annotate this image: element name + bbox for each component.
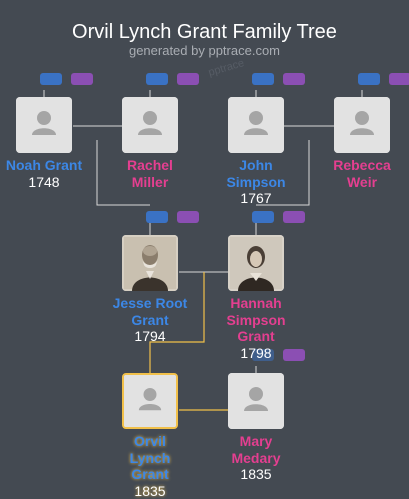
person-label[interactable]: Rachel Miller (95, 157, 205, 190)
person-year: 1835 (134, 482, 166, 499)
person-card-rebecca-weir[interactable] (334, 97, 390, 153)
page-title: Orvil Lynch Grant Family Tree (72, 21, 337, 43)
person-name: John Simpson (226, 157, 286, 190)
add-father-button[interactable] (146, 73, 168, 85)
person-name: Orvil Lynch Grant (129, 433, 171, 482)
person-year: 1748 (28, 173, 60, 190)
connector-line (256, 140, 310, 206)
person-card-hannah-simpson-grant[interactable] (228, 235, 284, 291)
person-label[interactable]: John Simpson 1767 (201, 157, 311, 206)
add-father-button[interactable] (146, 211, 168, 223)
add-mother-button[interactable] (177, 73, 199, 85)
highlight-line (149, 272, 205, 373)
person-year: 1767 (240, 190, 272, 206)
person-label[interactable]: Mary Medary 1835 (201, 433, 311, 482)
person-placeholder-icon (122, 97, 178, 153)
add-mother-button[interactable] (283, 211, 305, 223)
person-card-mary-medary[interactable] (228, 373, 284, 429)
person-card-john-simpson[interactable] (228, 97, 284, 153)
person-label[interactable]: Noah Grant 1748 (0, 157, 99, 190)
portrait-photo (228, 235, 284, 291)
person-placeholder-icon (334, 97, 390, 153)
person-label[interactable]: Rebecca Weir (307, 157, 409, 190)
person-name: Hannah Simpson Grant (226, 295, 286, 344)
person-year: 1835 (240, 466, 272, 482)
add-father-button[interactable] (252, 73, 274, 85)
add-father-button[interactable] (358, 73, 380, 85)
add-father-button[interactable] (252, 349, 274, 361)
person-placeholder-icon (124, 375, 176, 427)
person-label[interactable]: Orvil Lynch Grant 1835 (95, 433, 205, 499)
add-mother-button[interactable] (71, 73, 93, 85)
person-placeholder-icon (228, 97, 284, 153)
person-label[interactable]: Hannah Simpson Grant 1798 (201, 295, 311, 361)
person-card-jesse-root-grant[interactable] (122, 235, 178, 291)
connector-line (96, 140, 150, 206)
page-subtitle: generated by pptrace.com (128, 43, 281, 58)
person-card-orvil-lynch-grant[interactable] (122, 373, 178, 429)
add-father-button[interactable] (40, 73, 62, 85)
person-label[interactable]: Jesse Root Grant 1794 (95, 295, 205, 344)
person-name: Noah Grant (5, 157, 83, 173)
add-mother-button[interactable] (283, 349, 305, 361)
add-mother-button[interactable] (177, 211, 199, 223)
person-placeholder-icon (16, 97, 72, 153)
portrait-photo (122, 235, 178, 291)
person-card-rachel-miller[interactable] (122, 97, 178, 153)
person-card-noah-grant[interactable] (16, 97, 72, 153)
person-name: Mary Medary (231, 433, 281, 466)
add-father-button[interactable] (252, 211, 274, 223)
person-name: Rebecca Weir (333, 157, 391, 190)
person-year: 1798 (240, 344, 272, 361)
person-name: Rachel Miller (127, 157, 173, 190)
person-placeholder-icon (228, 373, 284, 429)
person-year: 1794 (134, 328, 166, 344)
add-mother-button[interactable] (283, 73, 305, 85)
person-name: Jesse Root Grant (112, 295, 188, 328)
add-mother-button[interactable] (389, 73, 409, 85)
